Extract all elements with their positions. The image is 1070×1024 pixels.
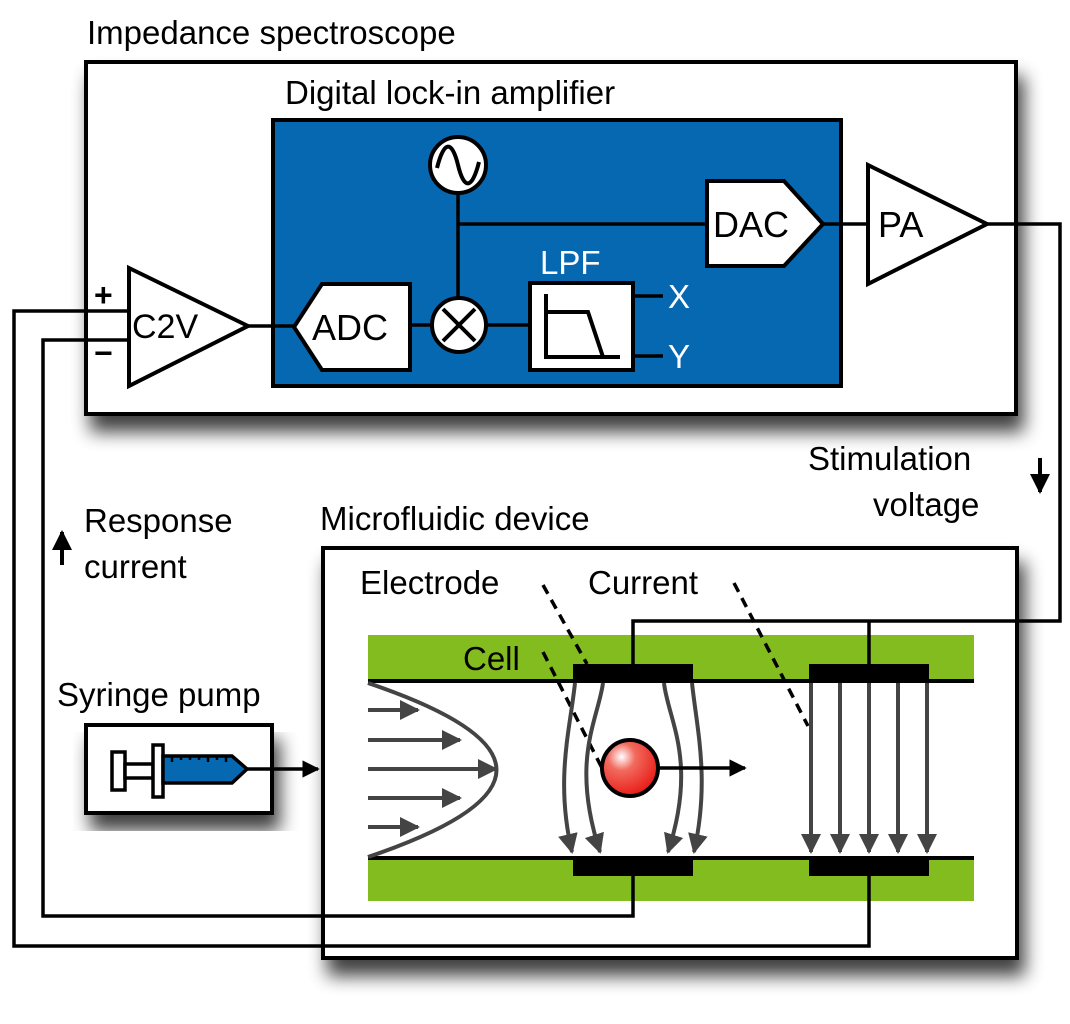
syringe-icon — [110, 743, 250, 799]
oscillator — [428, 135, 488, 195]
distorted-current-lines — [558, 682, 708, 854]
uniform-current-lines — [801, 683, 937, 854]
stimulation-label-line1: Stimulation — [808, 440, 971, 477]
current-line — [558, 682, 578, 854]
electrode-label: Electrode — [360, 564, 499, 601]
pa-amplifier: PA — [866, 161, 992, 288]
electrode-bottom-right — [809, 857, 929, 876]
plus-sign: + — [94, 277, 113, 313]
current-line — [662, 682, 684, 854]
response-wire-plus — [12, 309, 871, 948]
current-line — [688, 682, 708, 854]
current-label: Current — [588, 564, 698, 601]
stimulation-label-line2: voltage — [873, 486, 979, 523]
minus-sign: − — [94, 335, 113, 371]
lowpass-response-icon — [544, 294, 620, 359]
flow-arrows — [368, 700, 498, 837]
device-title: Microfluidic device — [320, 500, 590, 537]
lockin-title: Digital lock-in amplifier — [285, 74, 615, 111]
dac-block: DAC — [705, 179, 826, 268]
stimulation-wire — [631, 222, 1062, 664]
lpf-title: LPF — [540, 244, 601, 281]
pump-label: Syringe pump — [57, 676, 261, 713]
dac-label: DAC — [713, 204, 789, 245]
pa-label: PA — [878, 204, 923, 245]
cell — [600, 738, 660, 798]
sine-wave-icon — [435, 144, 481, 186]
electrode-bottom-left — [573, 857, 693, 876]
spectroscope-title: Impedance spectroscope — [87, 14, 456, 51]
current-line — [584, 682, 605, 854]
electrode-top-left — [573, 664, 693, 683]
current-leader-line — [732, 582, 810, 727]
c2v-amplifier: C2V — [127, 264, 253, 390]
output-x-label: X — [668, 278, 690, 315]
adc-block: ADC — [291, 282, 412, 372]
response-label-line1: Response — [84, 502, 233, 539]
adc-label: ADC — [312, 307, 388, 348]
response-label-line2: current — [84, 548, 187, 585]
multiply-icon — [441, 307, 477, 343]
c2v-label: C2V — [132, 308, 198, 346]
output-y-label: Y — [668, 338, 690, 375]
mixer — [430, 296, 488, 354]
electrode-top-right — [809, 664, 929, 683]
response-wire-minus — [41, 338, 635, 918]
cell-leader-line — [541, 651, 608, 777]
electrode-leader-line — [541, 584, 589, 665]
cell-label: Cell — [463, 640, 520, 677]
lpf-block — [528, 281, 635, 372]
